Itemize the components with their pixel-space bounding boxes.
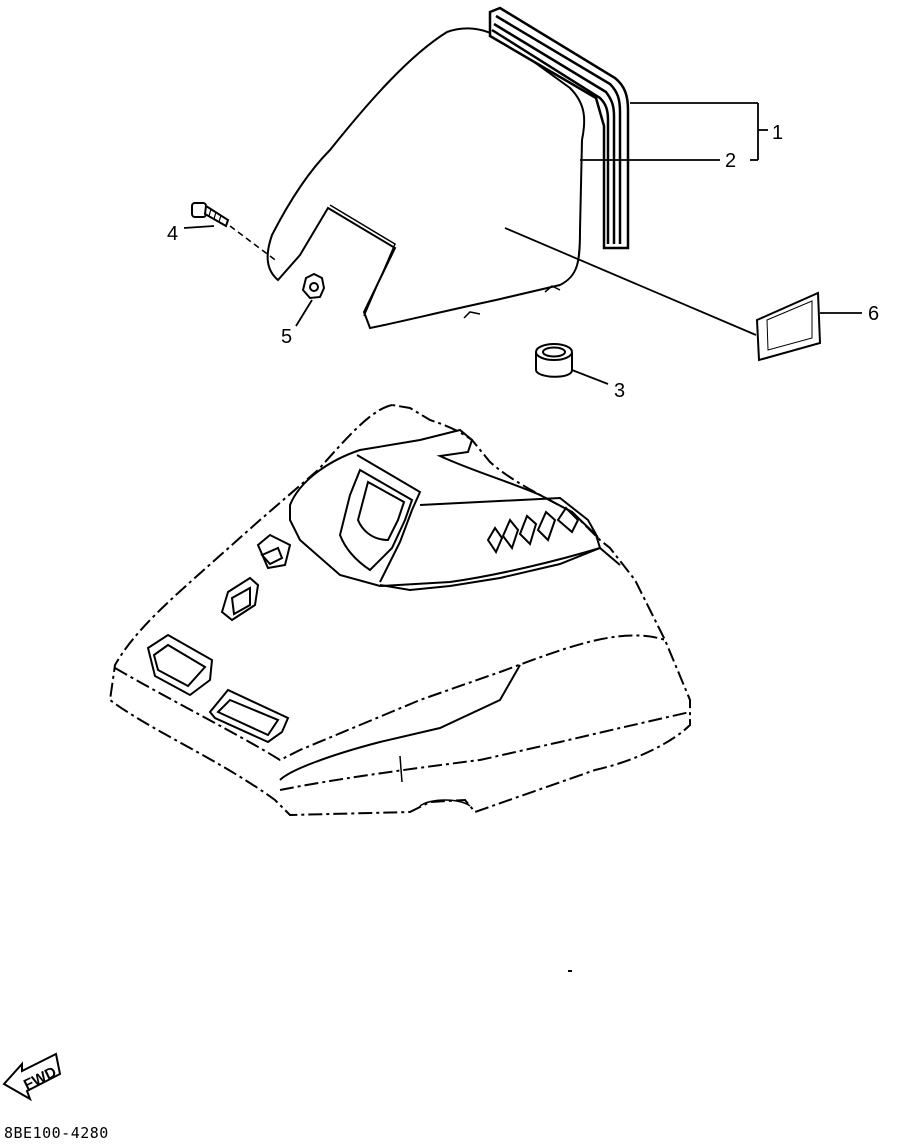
label-plate bbox=[755, 291, 822, 362]
callout-5: 5 bbox=[281, 326, 292, 348]
callout-4: 4 bbox=[167, 223, 178, 245]
callout-2: 2 bbox=[725, 150, 736, 172]
bolt bbox=[191, 202, 279, 263]
nut bbox=[301, 272, 326, 300]
top-cowling bbox=[108, 403, 691, 817]
windshield bbox=[266, 27, 586, 330]
callout-6: 6 bbox=[868, 303, 879, 325]
grommet bbox=[535, 343, 573, 378]
leader-lines bbox=[183, 102, 862, 385]
fwd-arrow-icon: FWD bbox=[2, 1052, 62, 1102]
callout-1: 1 bbox=[772, 122, 783, 144]
callout-3: 3 bbox=[614, 380, 625, 402]
diagram-code: 8BE100-4280 bbox=[4, 1124, 109, 1142]
windshield-trim bbox=[488, 6, 630, 250]
